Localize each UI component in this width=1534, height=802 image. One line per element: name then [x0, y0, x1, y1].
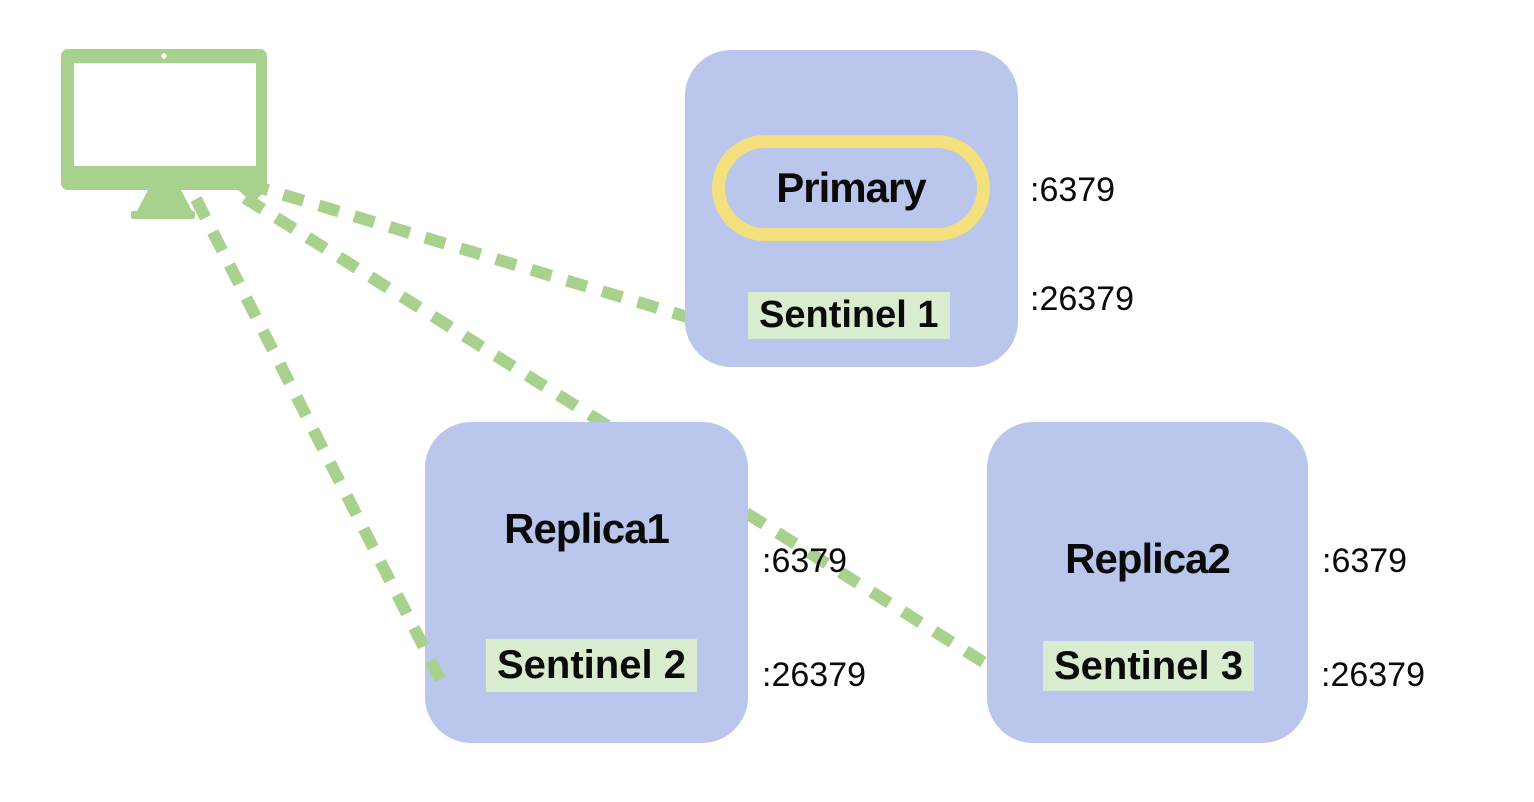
replica1-redis-port: :6379 — [762, 542, 848, 580]
primary-sentinel-port: :26379 — [1030, 280, 1134, 318]
primary-label: Primary — [776, 164, 926, 211]
link-monitor-to-replica1 — [190, 196, 447, 684]
replica1-sentinel-port: :26379 — [762, 656, 866, 694]
monitor-icon — [61, 49, 267, 219]
replica2-label: Replica2 — [1065, 535, 1231, 582]
monitor-stand-neck — [137, 190, 192, 211]
replica1-label: Replica1 — [504, 505, 670, 552]
replica2-label-wrap: Replica2 — [987, 535, 1308, 583]
monitor-bezel — [61, 49, 267, 190]
sentinel3-badge: Sentinel 3 — [1043, 641, 1254, 691]
replica2-redis-port: :6379 — [1322, 542, 1408, 580]
sentinel2-badge: Sentinel 2 — [486, 639, 697, 692]
primary-redis-port: :6379 — [1030, 171, 1116, 209]
monitor-stand-base — [131, 211, 195, 219]
replica1-label-wrap: Replica1 — [425, 505, 748, 553]
replica2-sentinel-port: :26379 — [1321, 656, 1425, 694]
link-monitor-to-primary — [246, 178, 696, 325]
sentinel1-badge: Sentinel 1 — [748, 292, 950, 339]
node-replica1 — [425, 422, 748, 743]
primary-ring: Primary — [712, 135, 990, 241]
monitor-camera-dot — [161, 53, 167, 59]
monitor-screen — [74, 63, 256, 166]
monitor-tail — [238, 190, 266, 203]
